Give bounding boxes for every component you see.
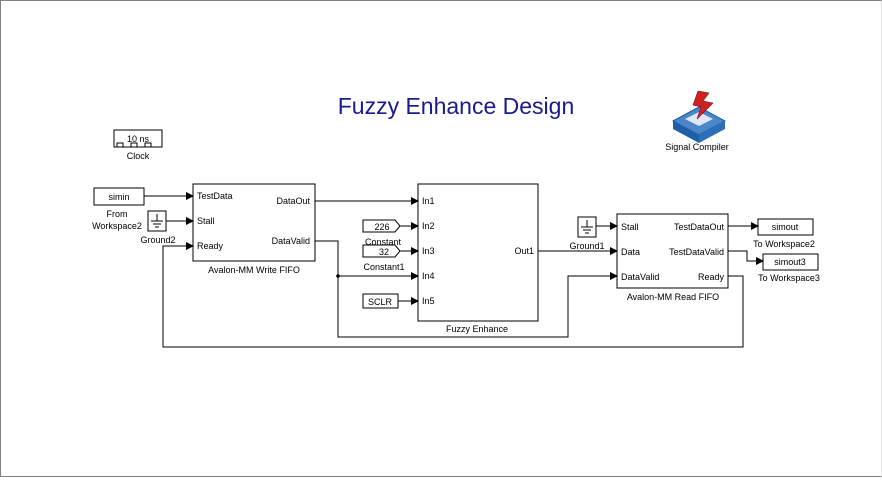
write-fifo-block[interactable]: TestData Stall Ready DataOut DataValid A… (192, 183, 316, 275)
from-workspace-value: simin (108, 192, 129, 202)
diagram-title: Fuzzy Enhance Design (338, 93, 575, 119)
constant1-value: 32 (379, 247, 389, 257)
ground2-block[interactable]: Ground2 (140, 210, 176, 245)
signal-compiler-block[interactable]: Signal Compiler (665, 90, 729, 152)
ground-icon (151, 214, 163, 228)
fuzzy-in5: In5 (422, 296, 435, 306)
read-fifo-out-testdatavalid: TestDataValid (669, 247, 724, 257)
fuzzy-out1: Out1 (514, 246, 534, 256)
constant1-block[interactable]: 32 Constant1 (362, 244, 405, 272)
write-fifo-in-stall: Stall (197, 216, 215, 226)
clock-block[interactable]: 10 ns Clock (113, 129, 163, 161)
wire-ready-feedback (162, 242, 744, 348)
read-fifo-label: Avalon-MM Read FIFO (627, 292, 719, 302)
fuzzy-in2: In2 (422, 221, 435, 231)
constant-value: 226 (374, 222, 389, 232)
write-fifo-in-ready: Ready (197, 241, 224, 251)
clock-label: Clock (127, 151, 150, 161)
write-fifo-in-testdata: TestData (197, 191, 233, 201)
from-workspace-label-2: Workspace2 (92, 221, 142, 231)
read-fifo-in-data: Data (621, 247, 640, 257)
read-fifo-out-testdataout: TestDataOut (674, 222, 725, 232)
ground1-block[interactable]: Ground1 (569, 216, 605, 251)
wire-datavalid-read-fifo (337, 272, 618, 338)
sclr-block[interactable]: SCLR (362, 293, 399, 309)
to-workspace2-block[interactable]: simout To Workspace2 (753, 218, 815, 249)
to-workspace3-label: To Workspace3 (758, 273, 820, 283)
read-fifo-block[interactable]: Stall Data DataValid TestDataOut TestDat… (616, 213, 729, 302)
signal-compiler-label: Signal Compiler (665, 142, 729, 152)
write-fifo-out-dataout: DataOut (276, 196, 310, 206)
fuzzy-in4: In4 (422, 271, 435, 281)
signal-compiler-icon (671, 90, 727, 143)
fuzzy-in1: In1 (422, 196, 435, 206)
ground-icon (581, 220, 593, 234)
sclr-value: SCLR (368, 297, 393, 307)
to-workspace2-label: To Workspace2 (753, 239, 815, 249)
fuzzy-in3: In3 (422, 246, 435, 256)
from-workspace-block[interactable]: simin From Workspace2 (92, 187, 145, 231)
to-workspace3-value: simout3 (774, 257, 806, 267)
to-workspace3-block[interactable]: simout3 To Workspace3 (758, 253, 820, 283)
ground2-label: Ground2 (140, 235, 175, 245)
ground1-label: Ground1 (569, 241, 604, 251)
write-fifo-out-datavalid: DataValid (272, 236, 310, 246)
constant-block[interactable]: 226 Constant (362, 219, 402, 247)
constant-label: Constant (365, 237, 402, 247)
fuzzy-enhance-block[interactable]: In1 In2 In3 In4 In5 Out1 Fuzzy Enhance (417, 183, 539, 334)
signal-lines (144, 192, 764, 348)
read-fifo-in-datavalid: DataValid (621, 272, 659, 282)
constant1-label: Constant1 (363, 262, 404, 272)
read-fifo-out-ready: Ready (698, 272, 725, 282)
fuzzy-enhance-label: Fuzzy Enhance (446, 324, 508, 334)
wire-datavalid-in4 (315, 240, 419, 280)
wire-testdatavalid-simout3 (728, 250, 764, 265)
read-fifo-in-stall: Stall (621, 222, 639, 232)
from-workspace-label-1: From (107, 209, 128, 219)
clock-value: 10 ns (127, 134, 150, 144)
to-workspace2-value: simout (772, 222, 799, 232)
write-fifo-label: Avalon-MM Write FIFO (208, 265, 300, 275)
